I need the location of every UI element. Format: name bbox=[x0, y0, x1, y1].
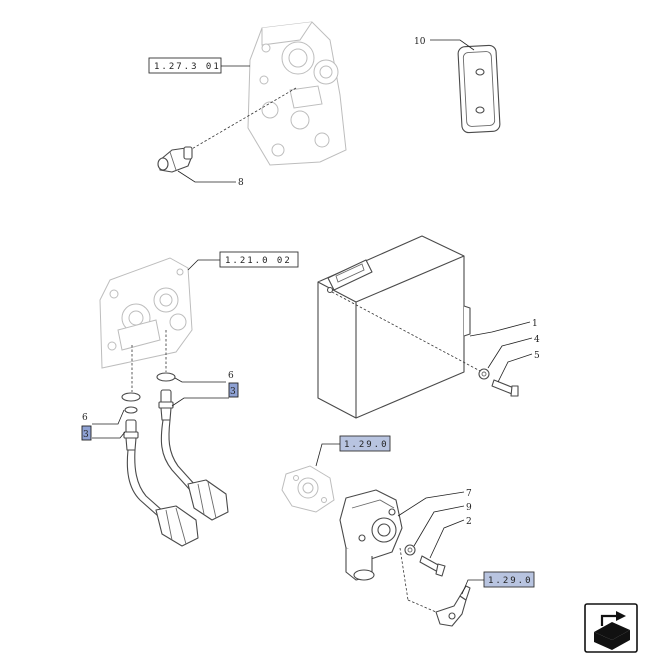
leader-4 bbox=[487, 337, 533, 369]
unit-bolt-axis bbox=[331, 291, 483, 373]
leader-1 bbox=[469, 321, 531, 337]
callout-4: 4 bbox=[534, 335, 540, 345]
callout-5: 5 bbox=[534, 351, 540, 361]
tag-3-left bbox=[81, 425, 92, 441]
ref-box-valve: 1.27.3 01 bbox=[148, 57, 222, 74]
svg-text:1.21.0 02: 1.21.0 02 bbox=[225, 256, 292, 266]
unit-washer-bolt bbox=[478, 368, 519, 397]
leader-2 bbox=[429, 519, 465, 559]
next-page-icon[interactable] bbox=[584, 603, 638, 653]
ref-box-pump-top: 1.29.0 bbox=[339, 435, 391, 452]
svg-text:1.29.0: 1.29.0 bbox=[488, 576, 533, 586]
sensor-left-part bbox=[121, 392, 199, 547]
pump-link-axis bbox=[399, 547, 409, 601]
sensor-right-part bbox=[156, 372, 229, 521]
pump-lever-part bbox=[435, 585, 471, 627]
mounting-plate bbox=[99, 257, 193, 369]
leader-5 bbox=[497, 353, 533, 383]
callout-3-left: 3 bbox=[83, 430, 89, 440]
callout-3-right: 3 bbox=[230, 387, 236, 397]
leader-8 bbox=[177, 170, 236, 183]
leader-6-right bbox=[174, 377, 226, 383]
leader-7 bbox=[397, 491, 465, 517]
leader-3-right bbox=[171, 397, 229, 407]
callout-6-right: 6 bbox=[228, 371, 234, 381]
callout-6-left: 6 bbox=[82, 413, 88, 423]
callout-1: 1 bbox=[532, 319, 538, 329]
leader-plate-ref bbox=[187, 259, 220, 271]
leader-10 bbox=[430, 39, 475, 51]
svg-text:1.27.3 01: 1.27.3 01 bbox=[154, 62, 221, 72]
leader-9 bbox=[413, 505, 465, 547]
pump-link-axis-2 bbox=[407, 599, 437, 613]
ref-box-plate: 1.21.0 02 bbox=[219, 251, 299, 268]
valve-sensor-axis bbox=[189, 87, 297, 151]
bracket-plate bbox=[457, 44, 501, 134]
pump-flange-part bbox=[281, 465, 335, 513]
callout-10: 10 bbox=[414, 37, 426, 47]
leader-pump-ref-top bbox=[315, 443, 340, 467]
callout-2: 2 bbox=[466, 517, 472, 527]
leader-6-left bbox=[92, 409, 125, 425]
leader-3-left bbox=[92, 431, 126, 439]
svg-text:1.29.0: 1.29.0 bbox=[344, 440, 389, 450]
callout-8: 8 bbox=[238, 178, 244, 188]
ref-box-pump-bottom: 1.29.0 bbox=[483, 571, 535, 588]
pump-washer-bolt bbox=[404, 544, 446, 577]
tag-3-right bbox=[228, 382, 239, 398]
hydraulic-valve-body bbox=[247, 21, 347, 166]
valve-sensor-part bbox=[157, 146, 193, 173]
callout-7: 7 bbox=[466, 489, 472, 499]
leader-pump-ref-bottom bbox=[461, 579, 484, 595]
control-unit-box bbox=[317, 235, 471, 419]
pump-body-part bbox=[339, 489, 403, 581]
callout-9: 9 bbox=[466, 503, 472, 513]
